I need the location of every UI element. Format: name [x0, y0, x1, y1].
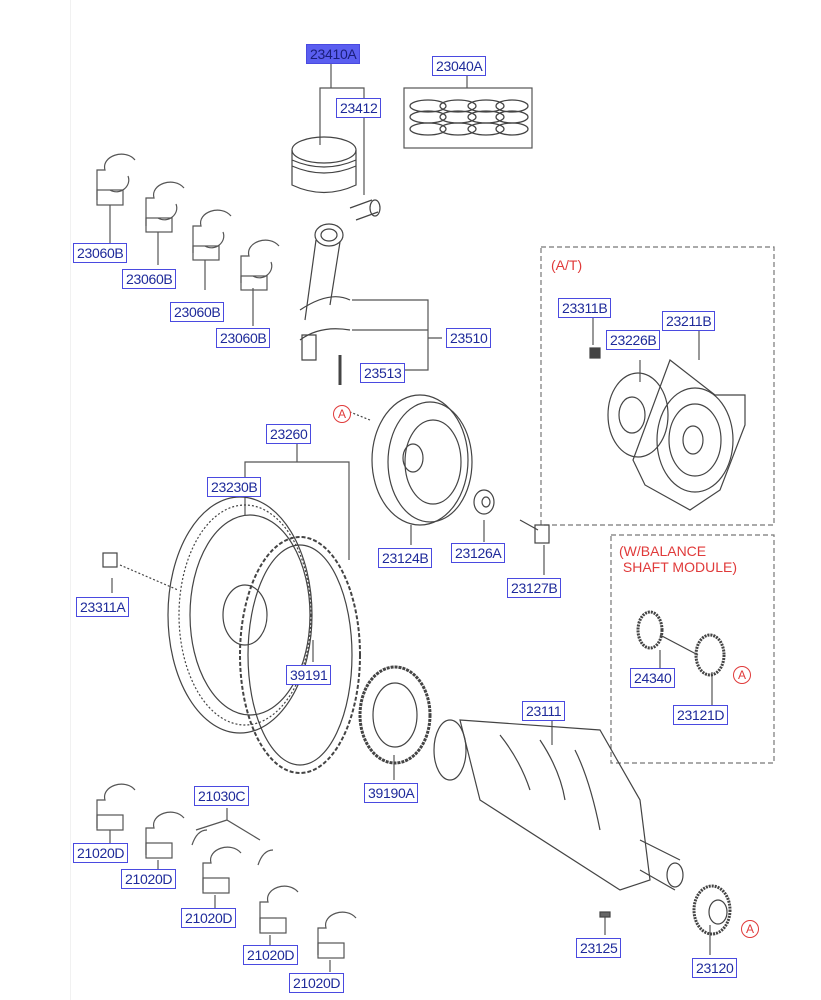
part-label-23311A[interactable]: 23311A: [76, 597, 130, 617]
note-balance-shaft: (W/BALANCE SHAFT MODULE): [619, 543, 737, 575]
piston-drawing: [291, 136, 381, 221]
leader-piston: [319, 62, 365, 195]
part-label-23126A[interactable]: 23126A: [451, 543, 506, 563]
part-label-21020D-4[interactable]: 21020D: [243, 945, 299, 965]
part-label-23211B[interactable]: 23211B: [662, 311, 716, 331]
part-label-23412[interactable]: 23412: [336, 98, 382, 118]
part-label-23410A[interactable]: 23410A: [306, 44, 361, 64]
part-label-23060B-1[interactable]: 23060B: [73, 243, 128, 263]
part-label-23513[interactable]: 23513: [360, 363, 406, 383]
target-wheel-drawing: [358, 665, 432, 765]
ring-set-frame: [403, 87, 533, 149]
conrod-bearings-drawing: [96, 153, 280, 291]
ref-marker-a-pulley: A: [333, 405, 351, 423]
part-label-23311B[interactable]: 23311B: [558, 298, 612, 318]
part-label-23226B[interactable]: 23226B: [606, 330, 661, 350]
part-label-21030C[interactable]: 21030C: [194, 786, 250, 806]
crankshaft-drawing: [433, 719, 684, 918]
part-label-23125[interactable]: 23125: [576, 938, 622, 958]
part-label-23121D[interactable]: 23121D: [673, 705, 729, 725]
part-label-23111[interactable]: 23111: [522, 701, 566, 721]
part-label-39190A[interactable]: 39190A: [364, 783, 419, 803]
part-label-24340[interactable]: 24340: [630, 668, 676, 688]
part-label-23127B[interactable]: 23127B: [507, 578, 562, 598]
note-at: (A/T): [551, 257, 583, 273]
driveplate-drawing: [589, 347, 746, 511]
sprockets-drawing: [636, 610, 732, 936]
part-label-21020D-2[interactable]: 21020D: [121, 869, 177, 889]
part-label-23060B-4[interactable]: 23060B: [216, 328, 271, 348]
conrod-drawing: [299, 223, 351, 385]
ref-marker-a-balance: A: [733, 666, 751, 684]
part-label-23124B[interactable]: 23124B: [378, 548, 433, 568]
leader-flywheel-assy: [244, 443, 350, 560]
part-label-23510[interactable]: 23510: [446, 328, 492, 348]
at-box: [540, 246, 775, 526]
part-label-23260[interactable]: 23260: [266, 424, 312, 444]
part-label-21020D-1[interactable]: 21020D: [73, 843, 129, 863]
main-bearings-drawing: [96, 783, 357, 959]
part-label-23230B[interactable]: 23230B: [207, 477, 262, 497]
part-label-39191[interactable]: 39191: [286, 665, 332, 685]
part-label-21020D-5[interactable]: 21020D: [289, 973, 345, 993]
part-label-21020D-3[interactable]: 21020D: [181, 908, 237, 928]
leader-conrod: [352, 299, 442, 371]
ref-marker-a-crank-sprocket: A: [741, 920, 759, 938]
balance-box: [610, 534, 775, 764]
flywheel-drawing: [102, 496, 361, 774]
pulley-drawing: [349, 394, 550, 544]
part-label-23120[interactable]: 23120: [692, 958, 738, 978]
part-label-23060B-2[interactable]: 23060B: [122, 269, 177, 289]
rings-drawing: [409, 99, 529, 136]
part-label-23040A[interactable]: 23040A: [432, 56, 487, 76]
part-label-23060B-3[interactable]: 23060B: [170, 302, 225, 322]
